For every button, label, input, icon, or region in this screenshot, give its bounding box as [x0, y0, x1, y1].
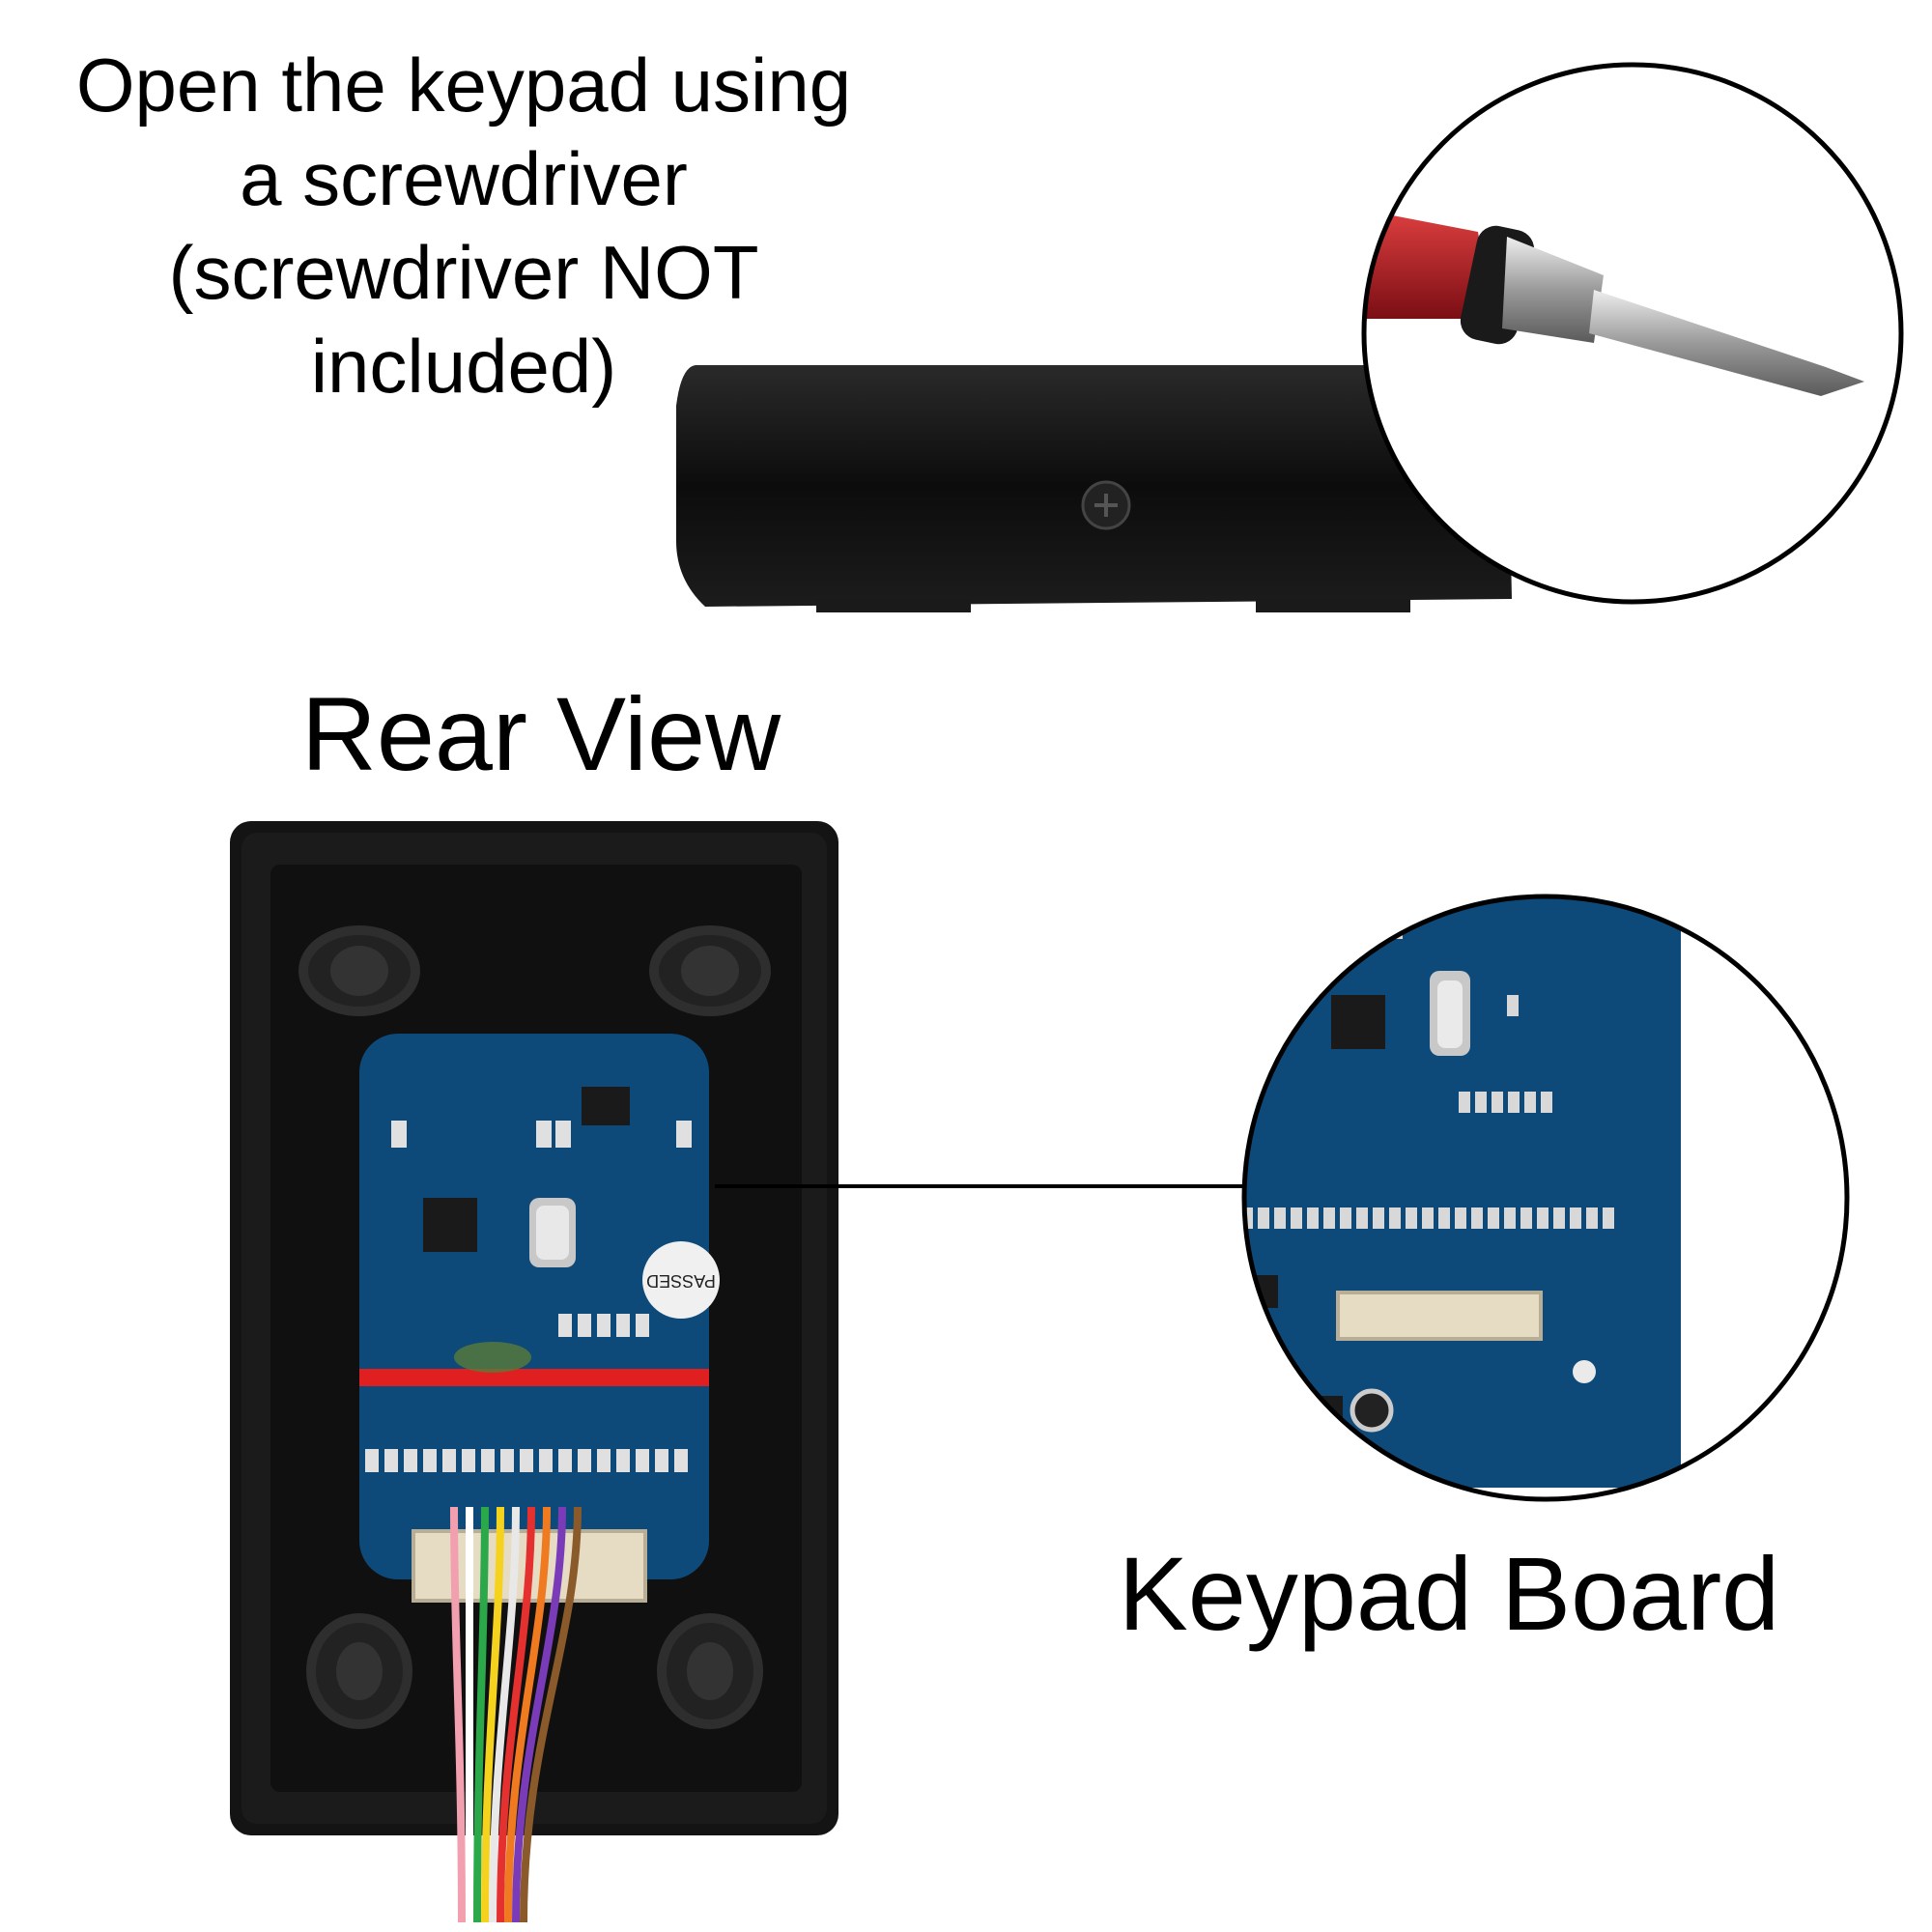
wire — [473, 1506, 489, 1923]
pcb-window: PASSED — [359, 1034, 720, 1603]
mounting-hole-top-left — [298, 925, 420, 1016]
screwdriver-callout — [1361, 62, 1904, 605]
rear-view-housing: PASSED — [230, 821, 838, 1923]
wire — [489, 1506, 520, 1923]
wire — [504, 1506, 551, 1923]
instruction-line-4: included) — [310, 324, 617, 409]
instruction-line-2: a screwdriver — [240, 136, 688, 221]
screwdriver-icon — [1364, 208, 1864, 396]
rear-view-title: Rear View — [300, 675, 781, 792]
mounting-hole-bottom-right — [657, 1613, 763, 1729]
keypad-board-callout — [1241, 894, 1850, 1502]
wire — [497, 1506, 535, 1923]
instruction-line-1: Open the keypad using — [75, 43, 852, 128]
mounting-hole-bottom-left — [306, 1613, 412, 1729]
wire — [520, 1506, 582, 1923]
svg-text:PASSED: PASSED — [646, 1271, 716, 1291]
mounting-hole-top-right — [649, 925, 771, 1016]
wire — [481, 1506, 504, 1923]
keypad-side-view — [676, 365, 1512, 612]
wire — [512, 1506, 566, 1923]
wire-bundle — [450, 1506, 582, 1923]
wire — [450, 1506, 466, 1923]
instruction-line-3: (screwdriver NOT — [168, 230, 759, 315]
housing-screw — [1081, 480, 1131, 530]
instruction-text: Open the keypad using a screwdriver (scr… — [39, 39, 889, 413]
qc-sticker: PASSED — [642, 1241, 720, 1319]
keypad-board-title: Keypad Board — [1118, 1535, 1780, 1652]
